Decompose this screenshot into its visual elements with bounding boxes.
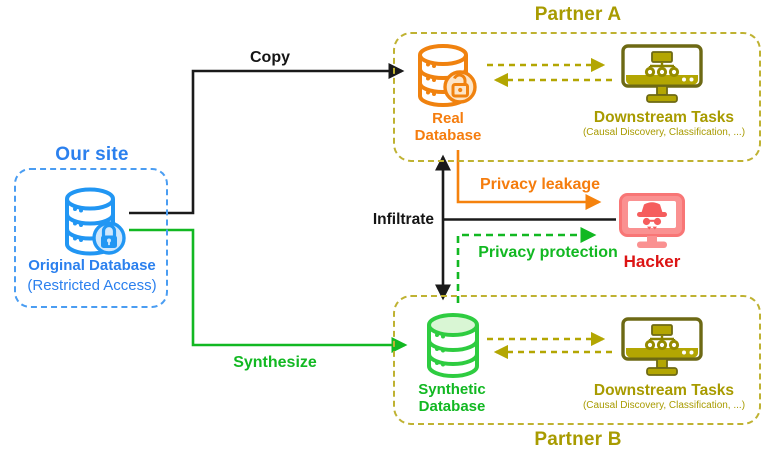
downstream-tasks-note-a: (Causal Discovery, Classification, ...) bbox=[582, 127, 746, 138]
open-lock-icon bbox=[443, 70, 477, 104]
spy-glyph bbox=[637, 202, 667, 230]
flowchart-glyph bbox=[644, 51, 680, 78]
synthetic-database-label: Synthetic Database bbox=[418, 381, 486, 415]
synthesize-arrow-label: Synthesize bbox=[233, 354, 317, 371]
real-database-label: Real Database bbox=[414, 110, 482, 144]
our-site-title: Our site bbox=[55, 144, 129, 165]
downstream-tasks-label-a: Downstream Tasks bbox=[593, 109, 735, 126]
original-database-label: Original Database bbox=[28, 257, 156, 274]
privacy-protection-label: Privacy protection bbox=[478, 244, 618, 261]
downstream-tasks-icon-b bbox=[620, 317, 704, 379]
database-dots bbox=[426, 62, 436, 96]
database-dots bbox=[435, 333, 445, 367]
infiltrate-arrow-label: Infiltrate bbox=[372, 211, 434, 228]
hacker-label: Hacker bbox=[623, 252, 681, 271]
downstream-tasks-icon-a bbox=[620, 44, 704, 106]
partner-a-title: Partner A bbox=[534, 4, 622, 25]
privacy-leakage-label: Privacy leakage bbox=[479, 176, 601, 193]
partner-b-title: Partner B bbox=[534, 429, 622, 450]
flowchart-glyph bbox=[644, 324, 680, 351]
partner-a-box bbox=[393, 32, 761, 162]
copy-arrow-label: Copy bbox=[250, 49, 290, 66]
our-site-box bbox=[14, 168, 168, 308]
original-database-icon bbox=[60, 186, 128, 262]
synthetic-database-icon bbox=[423, 313, 483, 379]
database-dots bbox=[73, 207, 83, 242]
downstream-tasks-note-b: (Causal Discovery, Classification, ...) bbox=[582, 400, 746, 411]
hacker-icon bbox=[618, 192, 686, 250]
closed-lock-icon bbox=[92, 221, 126, 255]
original-database-note: (Restricted Access) bbox=[27, 277, 157, 294]
real-database-icon bbox=[414, 44, 480, 114]
synthesize-arrow bbox=[129, 228, 408, 354]
partner-b-box bbox=[393, 295, 761, 425]
downstream-tasks-label-b: Downstream Tasks bbox=[593, 382, 735, 399]
copy-arrow bbox=[129, 62, 405, 215]
